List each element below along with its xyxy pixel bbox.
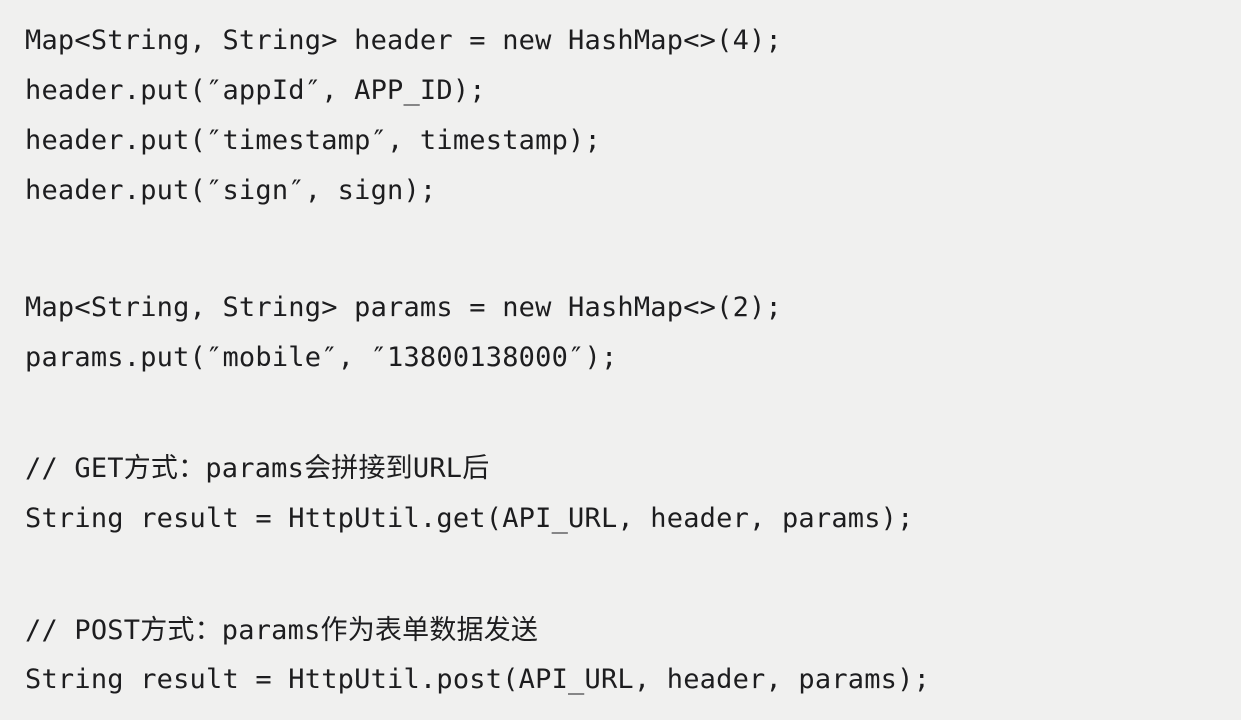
code-line-comment: // POST方式：params作为表单数据发送: [25, 615, 539, 646]
code-line: params.put(″mobile″, ″13800138000″);: [25, 342, 618, 373]
code-line-comment: // GET方式：params会拼接到URL后: [25, 453, 490, 484]
code-line: String result = HttpUtil.get(API_URL, he…: [25, 503, 914, 534]
code-line: Map<String, String> params = new HashMap…: [25, 292, 782, 323]
code-line: header.put(″appId″, APP_ID);: [25, 75, 486, 106]
code-line: header.put(″timestamp″, timestamp);: [25, 125, 601, 156]
code-line: header.put(″sign″, sign);: [25, 175, 437, 206]
code-line: String result = HttpUtil.post(API_URL, h…: [25, 664, 931, 695]
code-line: Map<String, String> header = new HashMap…: [25, 25, 782, 56]
